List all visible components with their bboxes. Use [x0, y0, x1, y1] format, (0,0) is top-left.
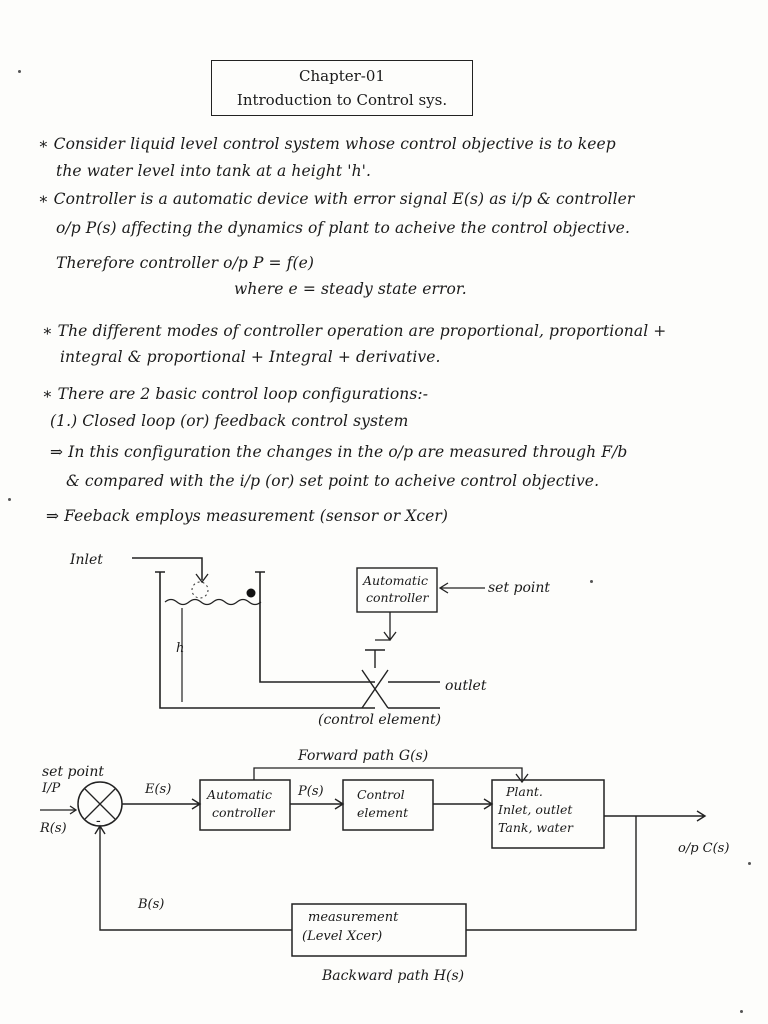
chapter-subtitle: Introduction to Control sys. [212, 88, 472, 112]
ink-speck [590, 580, 593, 583]
paragraph-line: ∗ There are 2 basic control loop configu… [42, 385, 428, 403]
block-diagram: Forward path G(s) set point I/P R(s) - E… [0, 740, 768, 1000]
outlet-label: outlet [445, 678, 487, 694]
paragraph-line: ∗ Controller is a automatic device with … [38, 190, 634, 208]
paragraph-line: o/p P(s) affecting the dynamics of plant… [56, 219, 630, 237]
paragraph-line: (1.) Closed loop (or) feedback control s… [50, 412, 408, 430]
plant-line3: Tank, water [498, 820, 574, 835]
controller-label-line1: Automatic [362, 573, 428, 588]
ink-speck [748, 862, 751, 865]
plant-line2: Inlet, outlet [497, 802, 573, 817]
ps-label: P(s) [297, 784, 324, 799]
paragraph-line: ⇒ Feeback employs measurement (sensor or… [46, 507, 448, 525]
paragraph-line: ⇒ In this configuration the changes in t… [50, 443, 627, 461]
paragraph-line: Therefore controller o/p P = f(e) [56, 254, 314, 272]
paragraph-line: the water level into tank at a height 'h… [56, 162, 371, 180]
ip-label: I/P [41, 781, 61, 796]
es-label: E(s) [144, 782, 171, 797]
height-label: h [176, 641, 184, 656]
set-point-label: set point [42, 764, 104, 780]
auto-controller-line2: controller [212, 805, 275, 820]
set-point-label: set point [488, 580, 550, 596]
ink-speck [18, 70, 21, 73]
paragraph-line: integral & proportional + Integral + der… [60, 348, 441, 366]
rs-label: R(s) [39, 821, 67, 836]
ink-speck [740, 1010, 743, 1013]
backward-path-label: Backward path H(s) [321, 968, 464, 984]
ink-speck [8, 498, 11, 501]
measurement-line2: (Level Xcer) [302, 929, 382, 944]
control-element-line2: element [357, 805, 409, 820]
paragraph-line: where e = steady state error. [234, 280, 467, 298]
controller-label-line2: controller [366, 590, 429, 605]
tank-diagram: Inlet h Automatic controller set point o… [0, 540, 768, 740]
plant-line1: Plant. [505, 784, 543, 799]
paragraph-line: ∗ The different modes of controller oper… [42, 322, 666, 340]
control-element-line1: Control [357, 787, 405, 802]
bs-label: B(s) [137, 897, 164, 912]
paragraph-line: ∗ Consider liquid level control system w… [38, 135, 616, 153]
control-element-label: (control element) [318, 712, 441, 728]
measurement-line1: measurement [308, 910, 399, 925]
paragraph-line: & compared with the i/p (or) set point t… [66, 472, 599, 490]
chapter-title-box: Chapter-01 Introduction to Control sys. [211, 60, 473, 116]
forward-path-label: Forward path G(s) [297, 748, 428, 764]
output-label: o/p C(s) [678, 841, 729, 856]
inlet-label: Inlet [69, 552, 103, 568]
chapter-number: Chapter-01 [212, 64, 472, 88]
auto-controller-line1: Automatic [206, 787, 272, 802]
